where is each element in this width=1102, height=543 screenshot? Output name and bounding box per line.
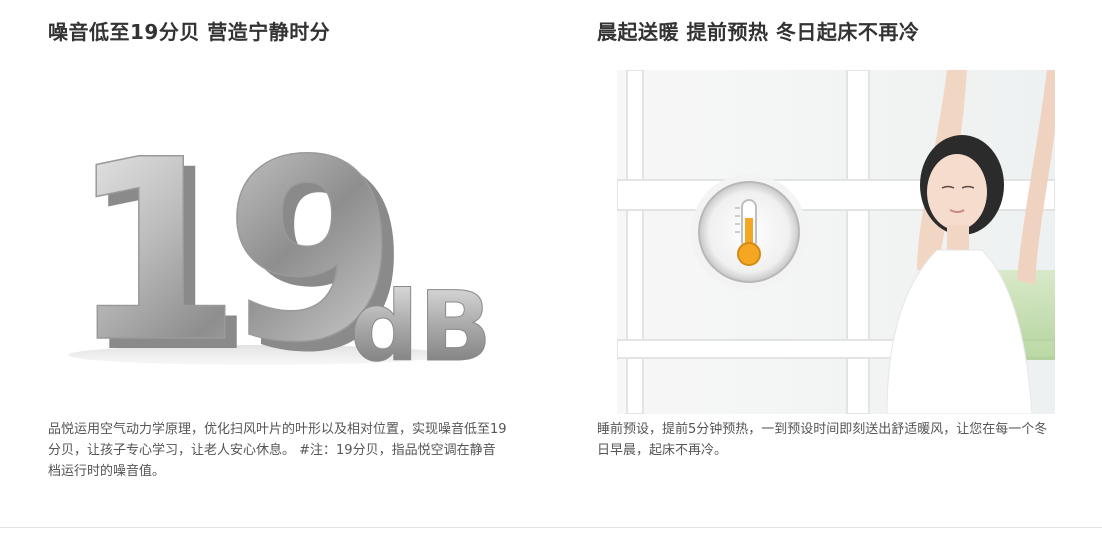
thermometer-icon [691, 174, 807, 290]
woman-stretching-illustration [886, 70, 1055, 414]
unit-label: dB [350, 271, 488, 370]
big-number: 19 [68, 110, 382, 370]
morning-photo [617, 70, 1055, 414]
quiet-feature-description: 品悦运用空气动力学原理，优化扫风叶片的叶形以及相对位置，实现噪音低至19分贝，让… [48, 422, 507, 479]
big-number-shadow: 19 [80, 116, 394, 370]
thermometer-fill [745, 218, 753, 248]
preheat-feature-title: 晨起送暖 提前预热 冬日起床不再冷 [597, 20, 920, 44]
19db-graphic: 19 19 dB [68, 110, 488, 370]
section-divider [0, 527, 1102, 528]
quiet-feature-title: 噪音低至19分贝 营造宁静时分 [48, 20, 331, 44]
shadow-decoration [68, 345, 448, 365]
preheat-feature-description: 睡前预设，提前5分钟预热，一到预设时间即刻送出舒适暖风，让您在每一个冬日早晨，起… [597, 422, 1048, 458]
